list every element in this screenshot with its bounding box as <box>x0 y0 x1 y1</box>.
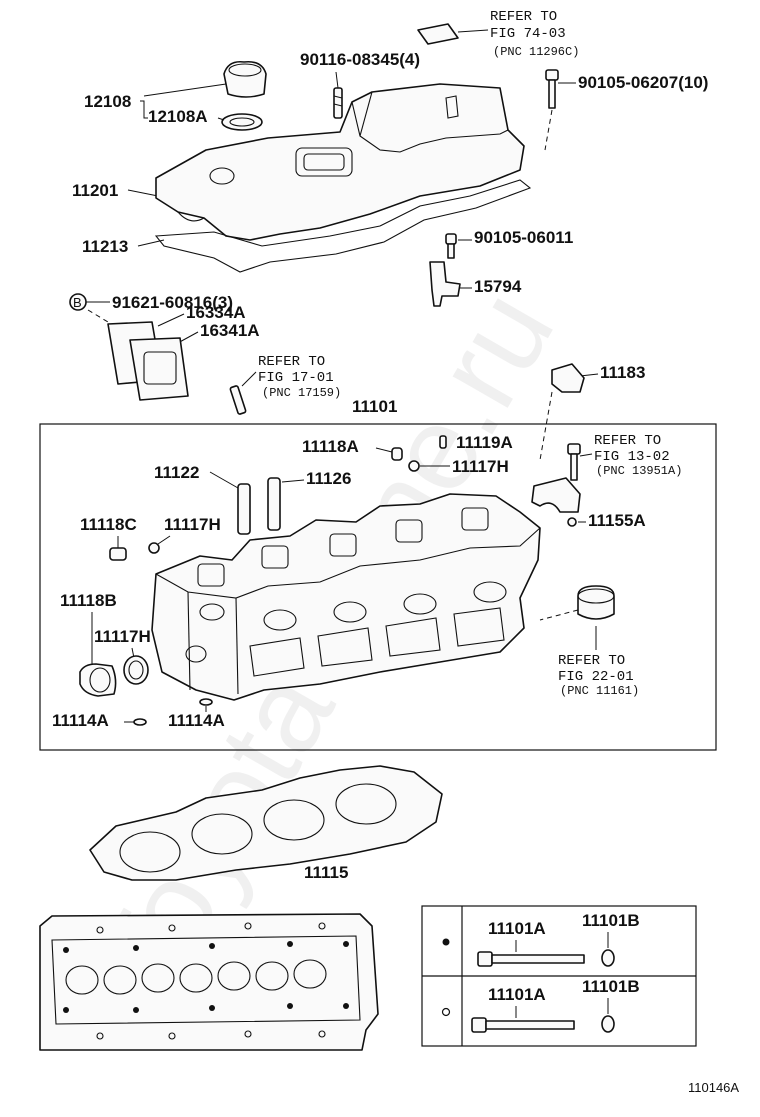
part-label-15794[interactable]: 15794 <box>474 277 522 296</box>
dowel-pin-a-icon <box>133 718 147 726</box>
ref-label-fig-13-02-l2[interactable]: FIG 13-02 <box>594 449 670 465</box>
plug-11183-icon <box>551 363 585 393</box>
sensor-bolt-icon <box>445 233 457 245</box>
oil-filler-cap-icon <box>223 60 267 98</box>
legend-row1-bolt-icon <box>477 951 585 967</box>
plug-11118c-icon <box>109 547 127 561</box>
part-label-11117h-b[interactable]: 11117H <box>164 515 221 534</box>
bolt-legend-table <box>421 905 697 1047</box>
ref-label-fig-13-02-l3: (PNC 13951A) <box>596 464 682 478</box>
part-label-12108a[interactable]: 12108A <box>148 107 208 126</box>
head-cover-gasket-icon <box>154 179 532 273</box>
part-label-91621-60816[interactable]: 91621-60816(3) <box>112 293 233 312</box>
head-gasket-icon <box>89 765 443 881</box>
plug-11118b-icon <box>79 663 117 697</box>
plug-11118a-icon <box>391 447 403 461</box>
part-label-16341a[interactable]: 16341A <box>200 321 260 340</box>
part-label-16334a[interactable]: 16334A <box>186 303 246 322</box>
cylinder-head-icon <box>151 493 541 701</box>
part-label-11118b[interactable]: 11118B <box>60 591 117 610</box>
dowel-pin-b-icon <box>199 698 213 706</box>
diagram-code: 110146A <box>688 1080 739 1095</box>
manifold-stud-icon <box>229 385 247 415</box>
ref-label-fig-17-01-l3: (PNC 17159) <box>262 386 341 400</box>
ref-label-fig-74-03-l1[interactable]: REFER TO <box>490 9 557 25</box>
head-bottom-view-icon <box>39 913 379 1051</box>
cap-gasket-icon <box>221 113 263 131</box>
part-label-12108[interactable]: 12108 <box>84 92 131 111</box>
legend-open-dot-icon <box>441 1007 451 1017</box>
legend-row1-washer-icon <box>601 949 615 967</box>
legend-row1-bolt-label[interactable]: 11101A <box>488 919 546 938</box>
legend-row2-washer-icon <box>601 1015 615 1033</box>
legend-row2-bolt-icon <box>471 1017 575 1033</box>
ref-label-fig-74-03-l2[interactable]: FIG 74-03 <box>490 26 566 42</box>
bearing-cap-icon <box>531 477 581 513</box>
legend-row2-washer-label[interactable]: 11101B <box>582 977 640 996</box>
part-label-11118a[interactable]: 11118A <box>302 437 359 456</box>
part-label-11101[interactable]: 11101 <box>352 397 397 416</box>
ref-label-fig-17-01-l2[interactable]: FIG 17-01 <box>258 370 334 386</box>
ref-label-fig-17-01-l1[interactable]: REFER TO <box>258 354 325 370</box>
callout-b-letter: B <box>73 295 82 310</box>
ref-label-fig-22-01-l2[interactable]: FIG 22-01 <box>558 669 634 685</box>
legend-row1-washer-label[interactable]: 11101B <box>582 911 640 930</box>
camshaft-bolt-icon <box>567 443 581 455</box>
head-gasket-bores <box>119 783 397 873</box>
part-label-11122[interactable]: 11122 <box>154 463 199 482</box>
part-label-90105-06207[interactable]: 90105-06207(10) <box>578 73 708 92</box>
ref-label-fig-74-03-l3: (PNC 11296C) <box>493 45 579 59</box>
valve-guide-intake-icon <box>237 483 251 535</box>
part-label-11213[interactable]: 11213 <box>82 237 128 256</box>
valve-guide-exhaust-icon <box>267 477 281 531</box>
part-label-11114a-a[interactable]: 11114A <box>52 711 109 730</box>
outlet-plate-icon <box>129 337 189 401</box>
ref-label-fig-22-01-l1[interactable]: REFER TO <box>558 653 625 669</box>
ring-11117h-b-icon <box>148 542 160 554</box>
cover-bolt-icon <box>545 69 559 81</box>
plug-11119a-icon <box>439 435 447 449</box>
sensor-bracket-icon <box>429 261 461 307</box>
part-label-90116-08345[interactable]: 90116-08345(4) <box>300 50 420 69</box>
ref-label-fig-22-01-l3: (PNC 11161) <box>560 684 639 698</box>
part-label-11201[interactable]: 11201 <box>72 181 118 200</box>
legend-filled-dot-icon <box>442 938 450 946</box>
cylinder-head-group-box <box>39 423 717 751</box>
seal-packing-symbol <box>417 23 459 45</box>
part-label-11118c[interactable]: 11118C <box>80 515 137 534</box>
part-label-90105-06011[interactable]: 90105-06011 <box>474 228 573 247</box>
part-label-11155a[interactable]: 11155A <box>588 511 646 530</box>
part-label-11119a[interactable]: 11119A <box>456 433 513 452</box>
part-label-11115[interactable]: 11115 <box>304 863 348 882</box>
part-label-11126[interactable]: 11126 <box>306 469 351 488</box>
head-bottom-bolt-holes <box>63 941 349 1013</box>
ring-11117h-c-icon <box>123 655 149 685</box>
head-cam-towers <box>197 507 489 587</box>
head-bottom-bores <box>65 959 327 995</box>
part-label-11183[interactable]: 11183 <box>600 363 645 382</box>
part-label-11117h-c[interactable]: 11117H <box>94 627 151 646</box>
legend-row2-bolt-label[interactable]: 11101A <box>488 985 546 1004</box>
cylinder-head-cover-icon <box>155 83 525 241</box>
pin-11155a-icon <box>567 517 577 527</box>
part-label-11114a-b[interactable]: 11114A <box>168 711 225 730</box>
ref-label-fig-13-02-l1[interactable]: REFER TO <box>594 433 661 449</box>
stud-bolt-icon <box>333 87 343 119</box>
ring-11117h-icon <box>408 460 420 472</box>
part-label-11117h-a[interactable]: 11117H <box>452 457 509 476</box>
